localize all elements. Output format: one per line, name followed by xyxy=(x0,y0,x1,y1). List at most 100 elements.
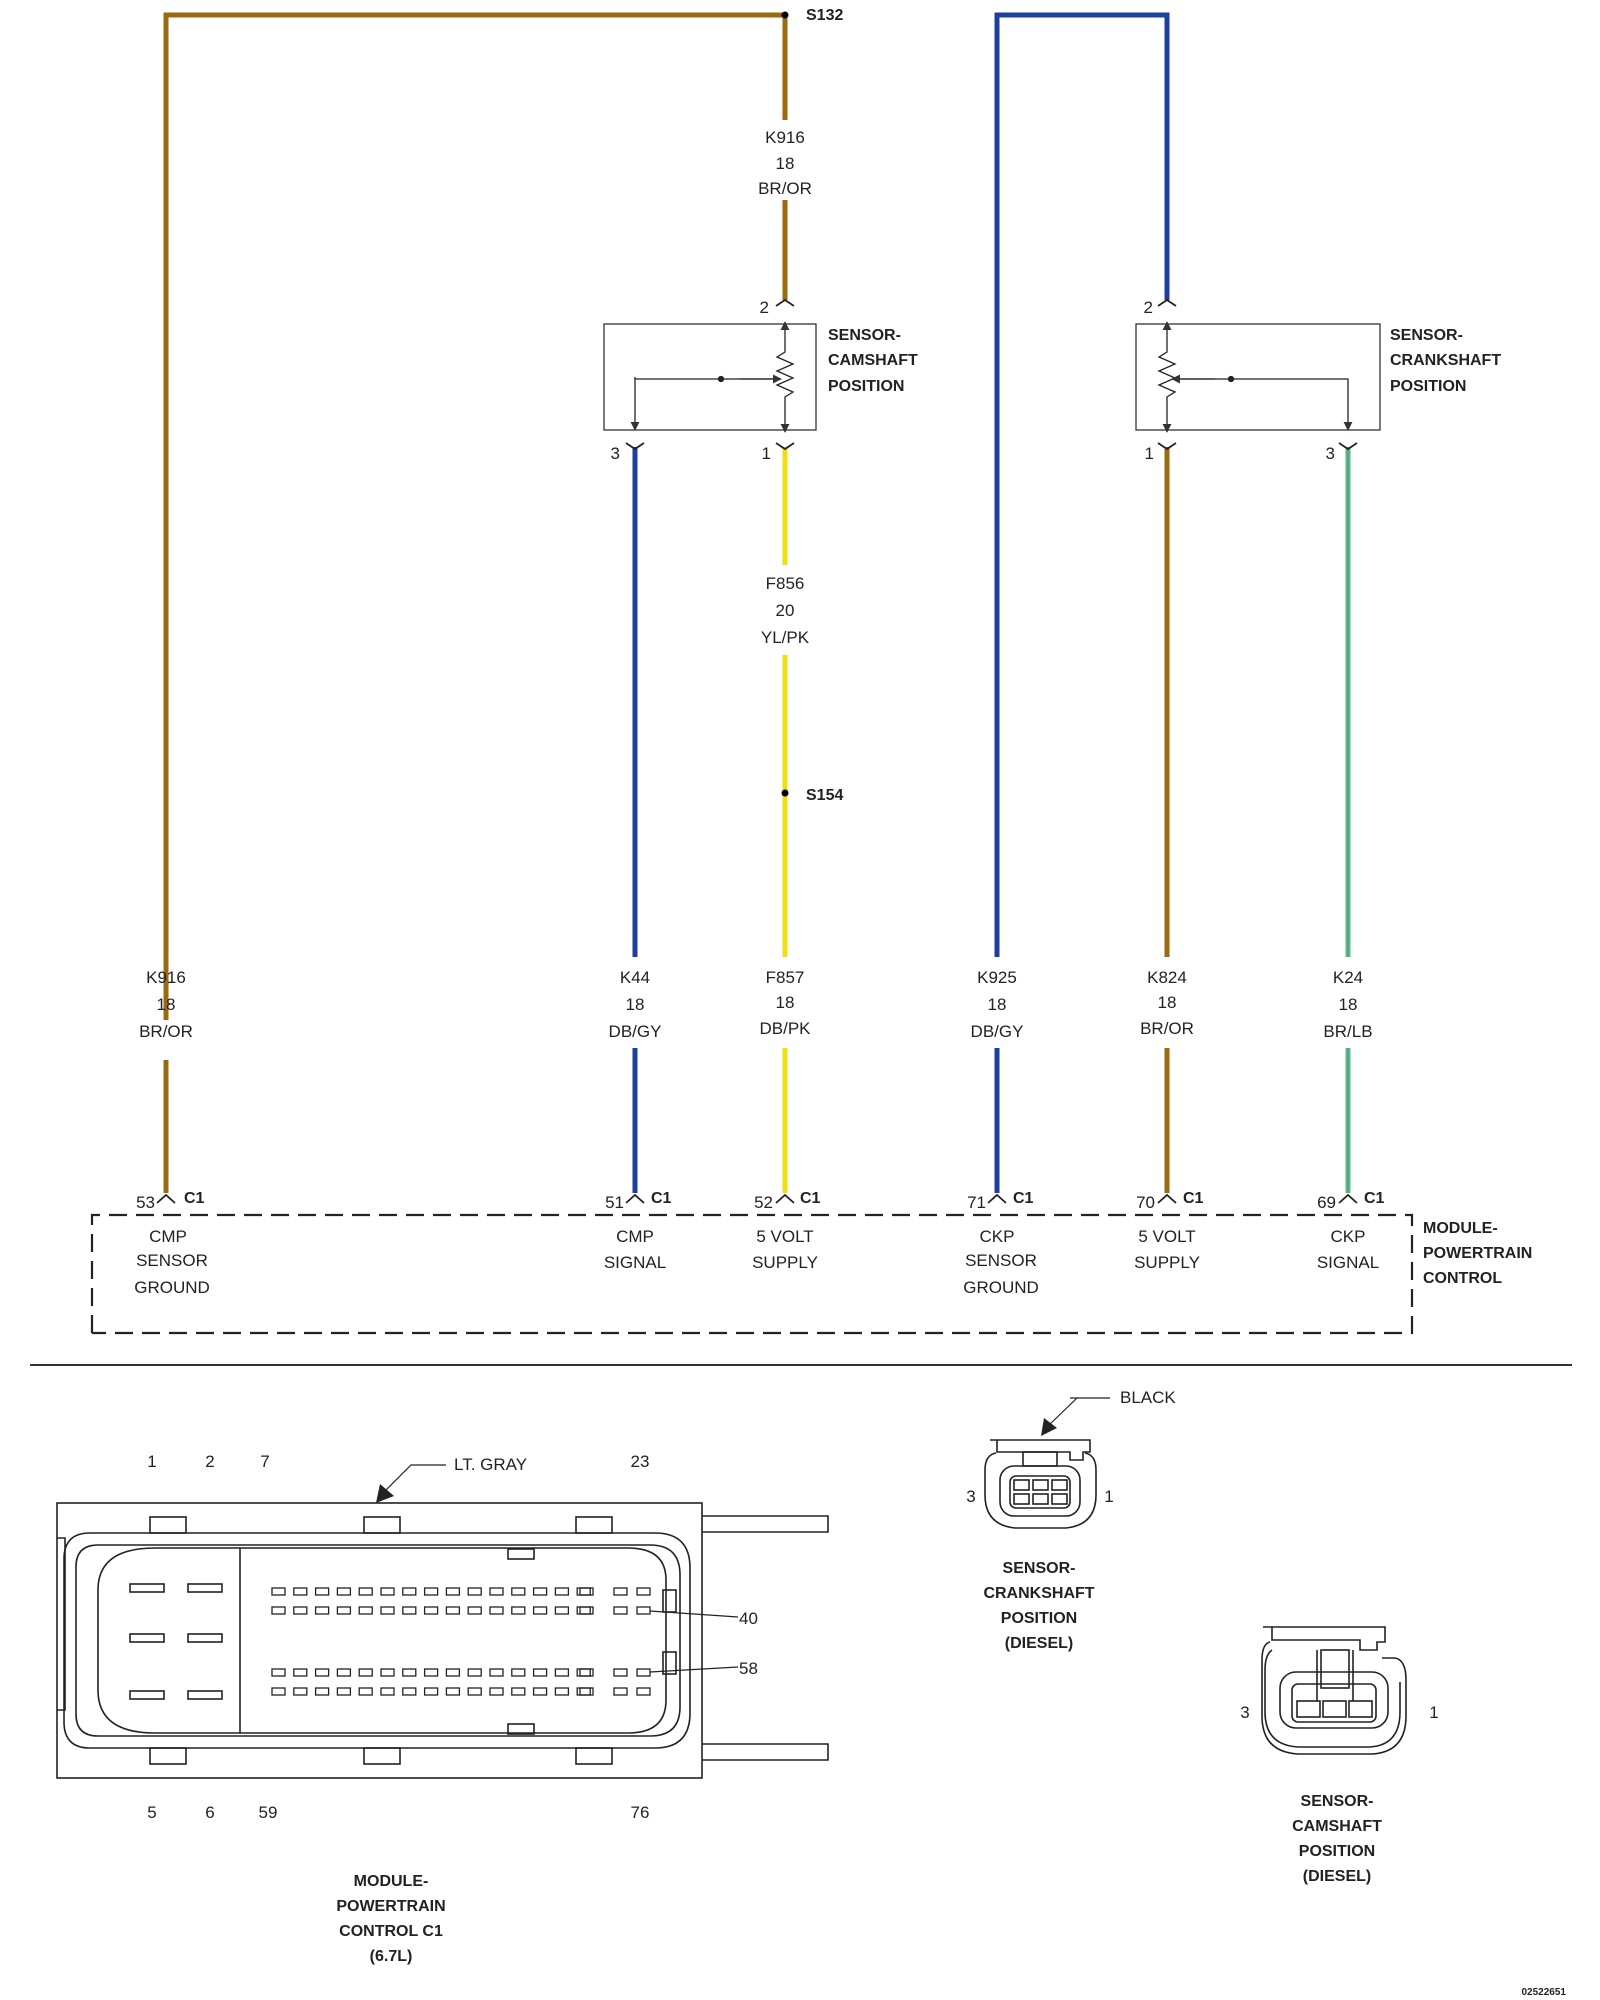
pcm-terminal xyxy=(445,1587,461,1596)
svg-text:DB/GY: DB/GY xyxy=(971,1022,1024,1041)
svg-text:18: 18 xyxy=(988,995,1007,1014)
pcm-terminal xyxy=(613,1668,628,1677)
pcm-terminal xyxy=(636,1606,651,1615)
pin-71: 71 C1 xyxy=(967,1190,1033,1212)
svg-text:CKP: CKP xyxy=(1331,1227,1366,1246)
svg-text:BR/OR: BR/OR xyxy=(1140,1019,1194,1038)
pcm-terminal xyxy=(271,1587,286,1596)
pcm-terminal xyxy=(358,1668,373,1677)
pcm-terminal xyxy=(467,1668,482,1677)
svg-text:K925: K925 xyxy=(977,968,1017,987)
splice-s132-dot xyxy=(781,11,789,19)
pcm-terminal xyxy=(489,1606,504,1615)
svg-text:70: 70 xyxy=(1136,1193,1155,1212)
cmp-pin-1: 1 xyxy=(1429,1703,1438,1722)
svg-text:GROUND: GROUND xyxy=(963,1278,1039,1297)
pcm-terminal xyxy=(511,1606,526,1615)
pcm-pin-58: 58 xyxy=(739,1659,758,1678)
crank-sensor-title-1: SENSOR- xyxy=(1390,327,1463,344)
pcm-terminal xyxy=(554,1606,570,1615)
pcm-terminal xyxy=(271,1687,286,1696)
ckp-color-leader xyxy=(1047,1397,1079,1427)
pcm-title-4: (6.7L) xyxy=(370,1948,413,1965)
pin-53: 53 C1 xyxy=(136,1190,204,1212)
powertrain-control-module: CMP SENSOR GROUND CMP SIGNAL 5 VOLT SUPP… xyxy=(90,1213,1532,1335)
pcm-terminal xyxy=(532,1668,548,1677)
svg-text:K824: K824 xyxy=(1147,968,1187,987)
pcm-terminal xyxy=(613,1587,628,1596)
svg-text:YL/PK: YL/PK xyxy=(761,628,810,647)
svg-text:52: 52 xyxy=(754,1193,773,1212)
wire-k925 xyxy=(994,12,1170,1193)
svg-text:C1: C1 xyxy=(800,1190,821,1207)
svg-text:18: 18 xyxy=(157,995,176,1014)
cmp-title-1: SENSOR- xyxy=(1301,1793,1374,1810)
pcm-pin-7: 7 xyxy=(260,1452,269,1471)
pcm-pin58-leader xyxy=(649,1666,739,1673)
wire-label-f857: F857 18 DB/PK xyxy=(759,968,811,1038)
svg-text:SENSOR: SENSOR xyxy=(136,1251,208,1270)
func-ckp-signal: CKP SIGNAL xyxy=(1317,1227,1379,1272)
pcm-terminal xyxy=(445,1668,461,1677)
pcm-terminal xyxy=(613,1606,628,1615)
pcm-terminal xyxy=(532,1606,548,1615)
pcm-terminal xyxy=(511,1587,526,1596)
ckp-title-4: (DIESEL) xyxy=(1005,1635,1073,1652)
pcm-terminal xyxy=(467,1687,482,1696)
pcm-terminal xyxy=(336,1668,352,1677)
crankshaft-position-sensor: 2 1 3 SENSOR- CRANKSHAFT POSITION xyxy=(1135,298,1501,463)
pcm-terminal xyxy=(380,1687,395,1696)
pcm-pin-59: 59 xyxy=(259,1803,278,1822)
module-title-1: MODULE- xyxy=(1423,1220,1498,1237)
splice-s154-label: S154 xyxy=(806,787,843,804)
svg-text:C1: C1 xyxy=(184,1190,205,1207)
pcm-terminal xyxy=(579,1606,594,1615)
svg-text:GROUND: GROUND xyxy=(134,1278,210,1297)
pcm-terminal xyxy=(532,1587,548,1596)
svg-text:CMP: CMP xyxy=(616,1227,654,1246)
pcm-color-leader xyxy=(382,1464,446,1494)
svg-text:BR/OR: BR/OR xyxy=(758,179,812,198)
svg-text:SUPPLY: SUPPLY xyxy=(1134,1253,1200,1272)
svg-text:18: 18 xyxy=(776,154,795,173)
crank-pin-top: 2 xyxy=(1144,298,1153,317)
ckp-title-1: SENSOR- xyxy=(1003,1560,1076,1577)
svg-text:K916: K916 xyxy=(146,968,186,987)
cam-sensor-title-1: SENSOR- xyxy=(828,327,901,344)
pcm-pin-2: 2 xyxy=(205,1452,214,1471)
pin-70: 70 C1 xyxy=(1136,1190,1203,1212)
ckp-pin-1: 1 xyxy=(1104,1487,1113,1506)
pcm-terminal xyxy=(380,1587,395,1596)
figure-id: 02522651 xyxy=(1522,1987,1567,1998)
pcm-terminal xyxy=(636,1687,651,1696)
svg-text:K44: K44 xyxy=(620,968,650,987)
pcm-terminal xyxy=(489,1668,504,1677)
pcm-pin-76: 76 xyxy=(631,1803,650,1822)
pcm-terminal xyxy=(445,1687,461,1696)
svg-text:18: 18 xyxy=(1339,995,1358,1014)
svg-text:53: 53 xyxy=(136,1193,155,1212)
pcm-pin-5: 5 xyxy=(147,1803,156,1822)
pcm-terminal xyxy=(423,1587,439,1596)
pcm-terminal xyxy=(467,1606,482,1615)
svg-text:C1: C1 xyxy=(651,1190,672,1207)
pcm-terminal xyxy=(314,1668,330,1677)
pin-52: 52 C1 xyxy=(754,1190,820,1212)
svg-text:CKP: CKP xyxy=(980,1227,1015,1246)
pcm-pin-1: 1 xyxy=(147,1452,156,1471)
pcm-pin-23: 23 xyxy=(631,1452,650,1471)
pcm-terminal xyxy=(554,1687,570,1696)
svg-text:5 VOLT: 5 VOLT xyxy=(1138,1227,1195,1246)
module-pins xyxy=(156,1193,1358,1204)
cam-sensor-title-3: POSITION xyxy=(828,378,904,395)
pcm-terminal xyxy=(445,1606,461,1615)
pcm-terminal xyxy=(380,1668,395,1677)
pcm-terminal xyxy=(402,1587,417,1596)
pcm-terminal xyxy=(613,1687,628,1696)
crank-pin-left: 1 xyxy=(1145,444,1154,463)
func-5-volt-supply-cmp: 5 VOLT SUPPLY xyxy=(752,1227,818,1272)
pcm-terminal xyxy=(293,1606,308,1615)
pcm-terminal xyxy=(576,1668,591,1677)
ckp-connector xyxy=(984,1439,1097,1529)
func-cmp-sensor-ground: CMP SENSOR GROUND xyxy=(134,1227,210,1297)
